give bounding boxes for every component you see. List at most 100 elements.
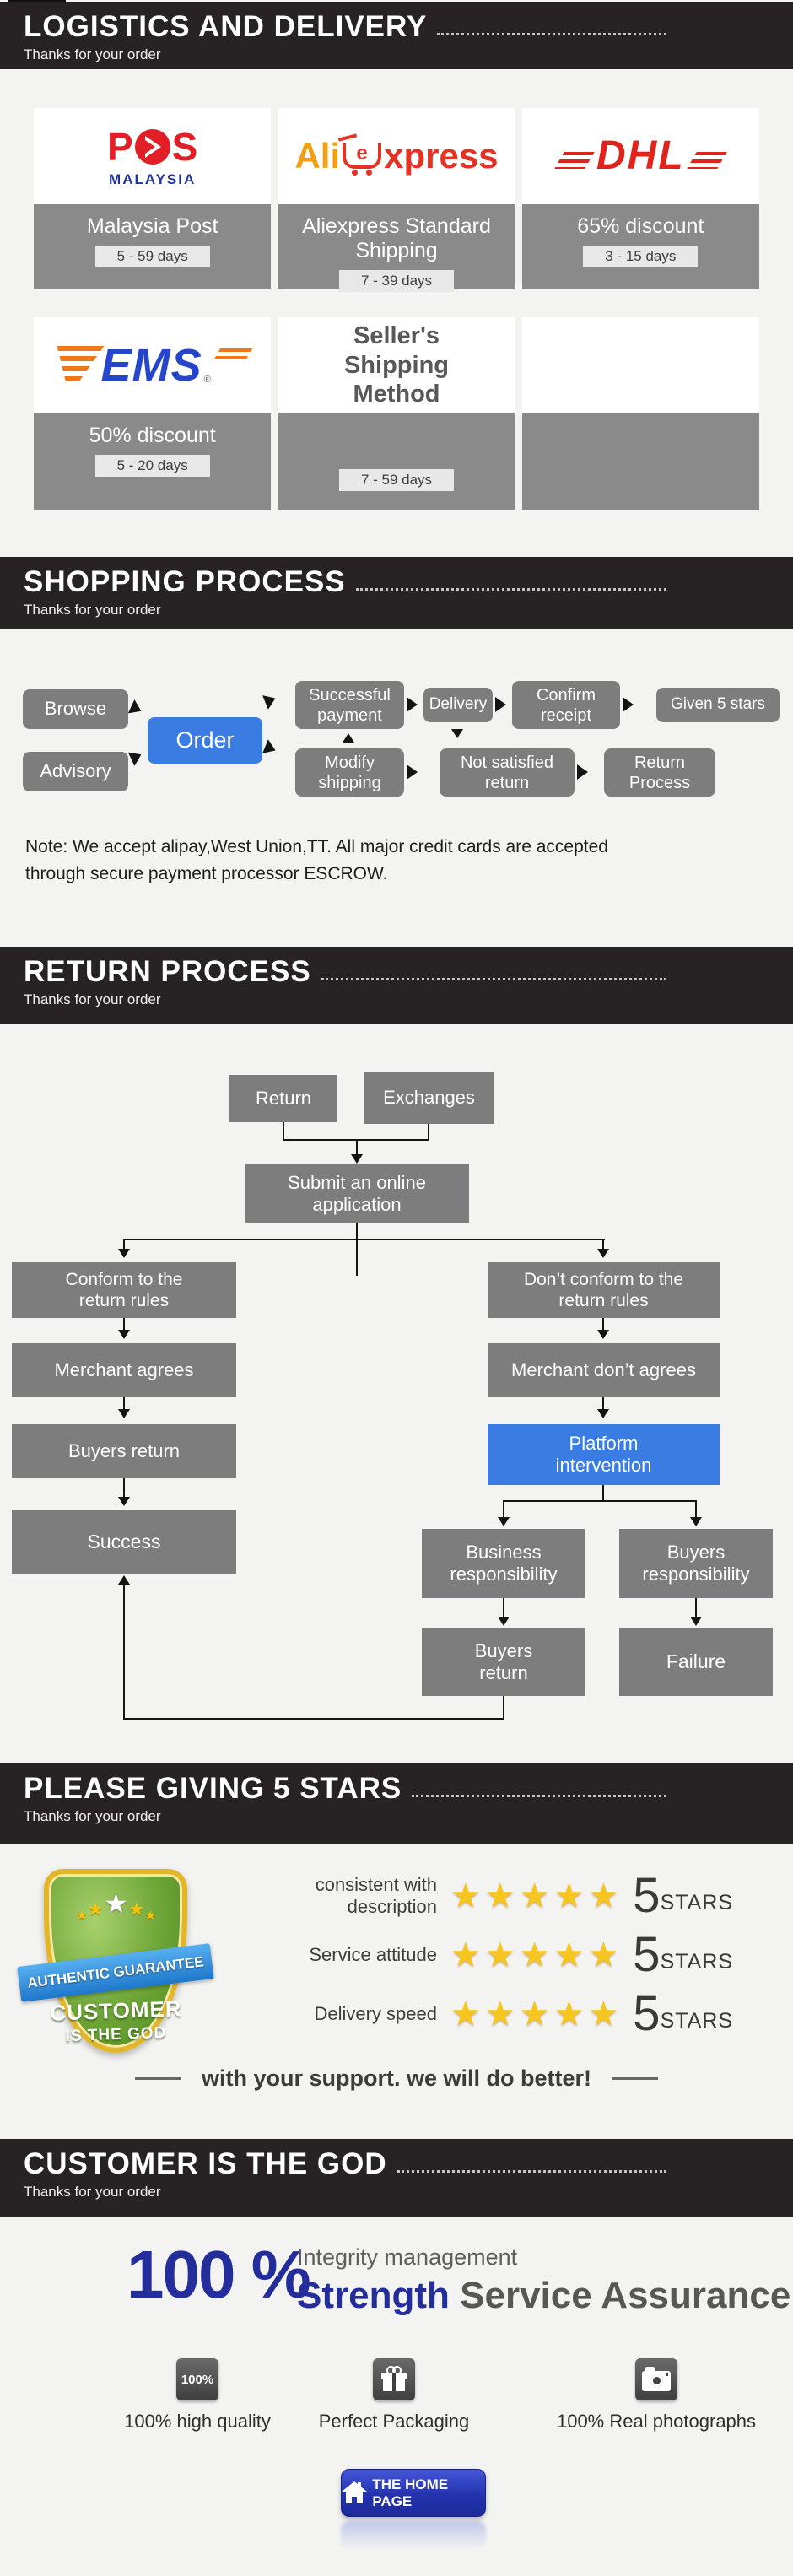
crown-stars-icon: ★★★★★ bbox=[75, 1888, 157, 1923]
pos-letter-p: P bbox=[106, 125, 133, 169]
carrier-cell: Aliexpress Standard Shipping 7 - 39 days bbox=[278, 204, 515, 292]
flow-box-merchant-dont-agrees: Merchant don’t agrees bbox=[488, 1343, 720, 1397]
flow-box-not-satisfied-return: Not satisfied return bbox=[440, 748, 575, 797]
rating-score: 5 bbox=[633, 1867, 661, 1923]
flow-arrow-down bbox=[118, 1249, 130, 1258]
dhl-logo: DHL bbox=[521, 108, 759, 204]
pos-letter-s: S bbox=[171, 125, 198, 169]
five-stars-icon: ★★★★★ bbox=[450, 1995, 623, 2033]
shopping-flowchart: Browse Advisory Order Successful payment… bbox=[0, 629, 793, 831]
flow-arrow-down bbox=[351, 1154, 363, 1164]
flow-connector bbox=[503, 1500, 697, 1502]
flow-arrow bbox=[127, 748, 145, 766]
delivery-days-chip: 5 - 20 days bbox=[94, 454, 210, 477]
dotted-line bbox=[437, 33, 666, 36]
badge-text-line1: CUSTOMER bbox=[49, 1995, 183, 2026]
rating-row: Delivery speed ★★★★★ 5 STARS bbox=[221, 1985, 778, 2044]
flow-connector bbox=[123, 1718, 504, 1720]
flow-arrow bbox=[495, 697, 506, 712]
empty-info-cell bbox=[521, 413, 759, 510]
flow-arrow bbox=[127, 699, 145, 718]
section-subtitle: Thanks for your order bbox=[24, 991, 161, 1008]
xpress-text: xpress bbox=[384, 136, 499, 176]
section-header-five-stars: PLEASE GIVING 5 STARS Thanks for your or… bbox=[0, 1763, 793, 1844]
home-page-button[interactable]: THE HOME PAGE bbox=[341, 2469, 486, 2517]
feature-label: 100% high quality bbox=[124, 2411, 271, 2432]
carrier-name: Aliexpress Standard Shipping bbox=[302, 214, 491, 262]
dhl-speed-lines-icon bbox=[554, 152, 595, 169]
page-title: LOGISTICS AND DELIVERY bbox=[24, 10, 428, 43]
rating-unit: STARS bbox=[660, 2009, 734, 2033]
cart-icon: e bbox=[343, 142, 382, 176]
payment-note: Note: We accept alipay,West Union,TT. Al… bbox=[25, 834, 768, 887]
hundred-percent-icon: 100% bbox=[176, 2358, 218, 2400]
ems-stripes-icon bbox=[57, 346, 105, 385]
flow-arrow-down bbox=[118, 1330, 130, 1339]
feature-label: Perfect Packaging bbox=[318, 2411, 470, 2432]
flow-box-return: Return bbox=[229, 1075, 337, 1122]
cart-letter: e bbox=[356, 142, 368, 165]
flow-connector bbox=[602, 1240, 604, 1249]
section-subtitle: Thanks for your order bbox=[24, 2184, 161, 2201]
flow-box-success: Success bbox=[12, 1510, 236, 1574]
delivery-days-chip: 5 - 59 days bbox=[94, 245, 210, 267]
rating-score: 5 bbox=[633, 1926, 661, 1982]
feature-high-quality: 100% 100% high quality bbox=[71, 2358, 324, 2433]
badge-text-line2: IS THE GOD bbox=[65, 2023, 167, 2046]
seller-shipping-label: Seller's Shipping Method bbox=[343, 321, 449, 408]
flow-arrow bbox=[407, 764, 418, 780]
authentic-guarantee-badge: ★★★★★ AUTHENTIC GUARANTEE CUSTOMER IS TH… bbox=[17, 1860, 214, 2067]
home-button-label: THE HOME PAGE bbox=[372, 2476, 449, 2509]
flow-connector bbox=[123, 1397, 125, 1409]
ems-logo: EMS ® bbox=[34, 317, 272, 413]
flow-connector bbox=[695, 1598, 697, 1617]
ems-speed-lines-icon bbox=[211, 348, 252, 364]
flow-connector bbox=[356, 1141, 358, 1154]
assurance-headline: Integrity management Strength Service As… bbox=[297, 2244, 793, 2319]
flow-box-return-process: Return Process bbox=[604, 748, 715, 797]
flow-arrow bbox=[407, 697, 418, 712]
rating-unit: STARS bbox=[660, 1950, 734, 1974]
registered-mark: ® bbox=[203, 375, 211, 385]
note-line-2: through secure payment processor ESCROW. bbox=[25, 863, 388, 883]
flow-box-delivery: Delivery bbox=[423, 688, 493, 722]
pos-arrow-icon bbox=[134, 129, 170, 165]
dhl-text: DHL bbox=[596, 133, 685, 178]
carrier-cell: Malaysia Post 5 - 59 days bbox=[34, 204, 272, 289]
flow-box-business-responsibility: Business responsibility bbox=[422, 1529, 585, 1598]
carrier-cell: 7 - 59 days bbox=[278, 413, 515, 510]
flow-connector bbox=[123, 1239, 605, 1240]
flow-arrow-up bbox=[118, 1575, 130, 1585]
seller-shipping-cell: Seller's Shipping Method bbox=[278, 317, 515, 413]
flow-arrow bbox=[577, 764, 588, 780]
feature-real-photos: 100% Real photographs bbox=[530, 2358, 783, 2433]
carrier-cell: 50% discount 5 - 20 days bbox=[34, 413, 272, 510]
flow-arrow-down bbox=[118, 1497, 130, 1506]
flow-box-platform-intervention: Platform intervention bbox=[488, 1424, 720, 1485]
note-line-1: Note: We accept alipay,West Union,TT. Al… bbox=[25, 837, 608, 856]
section-header-customer: CUSTOMER IS THE GOD Thanks for your orde… bbox=[0, 2139, 793, 2217]
section-title: SHOPPING PROCESS bbox=[24, 565, 346, 598]
flow-box-modify-shipping: Modify shipping bbox=[295, 748, 404, 797]
rating-unit: STARS bbox=[660, 1891, 734, 1914]
flow-connector bbox=[123, 1478, 125, 1497]
flow-box-failure: Failure bbox=[619, 1628, 773, 1696]
flow-arrow-down bbox=[597, 1330, 609, 1339]
section-subtitle: Thanks for your order bbox=[24, 1808, 161, 1825]
flow-arrow-down bbox=[597, 1249, 609, 1258]
pos-malaysia-label: MALAYSIA bbox=[109, 171, 197, 187]
gift-icon bbox=[373, 2358, 415, 2400]
flow-arrow bbox=[262, 739, 278, 758]
five-stars-icon: ★★★★★ bbox=[450, 1936, 623, 1974]
dotted-line bbox=[355, 588, 666, 591]
flow-box-order: Order bbox=[148, 717, 262, 764]
feature-packaging: Perfect Packaging bbox=[267, 2358, 521, 2433]
dotted-line bbox=[321, 978, 666, 981]
dotted-line bbox=[396, 2170, 666, 2174]
flow-arrow-down bbox=[451, 729, 463, 738]
rating-score: 5 bbox=[633, 1985, 661, 2041]
feature-label: 100% Real photographs bbox=[556, 2411, 757, 2432]
rating-row: consistent with description ★★★★★ 5 STAR… bbox=[221, 1866, 778, 1925]
flow-connector bbox=[695, 1502, 697, 1517]
